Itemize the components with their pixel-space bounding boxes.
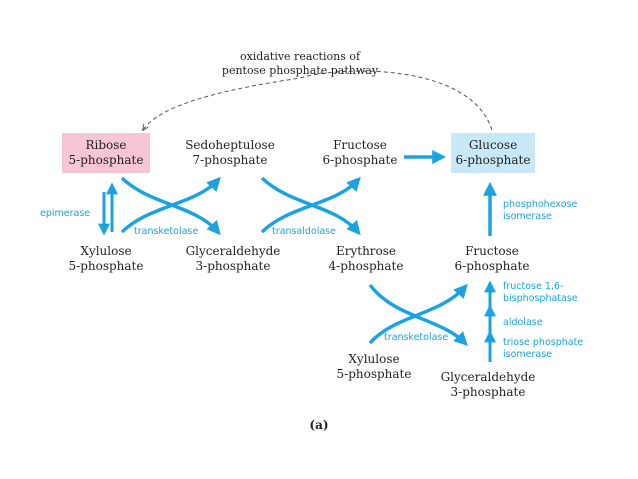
epimerase-label: epimerase (40, 208, 91, 219)
phosphohexose-line2: isomerase (503, 211, 553, 222)
transketolase1-curve-b (120, 176, 221, 234)
sedoheptulose-line1: Sedoheptulose (185, 138, 275, 152)
ribose-highlight-box (62, 133, 150, 173)
oxidative-dashed-arrow (143, 70, 493, 130)
fbpase-line1: fructose 1,6- (503, 281, 564, 292)
transaldolase-label: transaldolase (272, 226, 336, 237)
glucose-line2: 6-phosphate (455, 153, 531, 167)
phosphohexose-isomerase-label: phosphohexose isomerase (503, 199, 577, 223)
fructose-top-line1: Fructose (333, 138, 387, 152)
oxidative-note-line1: oxidative reactions of (239, 50, 361, 63)
transketolase2-label: transketolase (384, 332, 449, 343)
xylulose-bottom-line2: 5-phosphate (336, 367, 412, 381)
sedoheptulose-7-phosphate: Sedoheptulose 7-phosphate (180, 138, 280, 168)
ribose-line2: 5-phosphate (68, 153, 144, 167)
ribose-5-phosphate: Ribose 5-phosphate (62, 138, 150, 168)
fructose-right-line2: 6-phosphate (454, 259, 530, 273)
glyceraldehyde-bottom-line1: Glyceraldehyde (440, 370, 536, 384)
xylulose-5-phosphate-left: Xylulose 5-phosphate (58, 244, 154, 274)
fructose-6-phosphate-right: Fructose 6-phosphate (446, 244, 538, 274)
glucose-line1: Glucose (468, 138, 518, 152)
erythrose-line2: 4-phosphate (328, 259, 404, 273)
xylulose-left-line1: Xylulose (80, 244, 132, 258)
erythrose-line1: Erythrose (335, 244, 397, 258)
xylulose-bottom-line1: Xylulose (348, 352, 400, 366)
fructose-top-line2: 6-phosphate (322, 153, 398, 167)
phosphohexose-line1: phosphohexose (503, 199, 578, 210)
fructose-right-line1: Fructose (465, 244, 519, 258)
transaldolase-curve-b (260, 176, 361, 234)
figure-caption: (a) (309, 418, 329, 432)
glyceraldehyde-mid-line1: Glyceraldehyde (185, 244, 281, 258)
glyceraldehyde-mid-line2: 3-phosphate (195, 259, 271, 273)
glucose-highlight-box (451, 133, 535, 173)
xylulose-5-phosphate-bottom: Xylulose 5-phosphate (326, 352, 422, 382)
transketolase2-curve-a (368, 283, 468, 346)
glyceraldehyde-3-phosphate-mid: Glyceraldehyde 3-phosphate (180, 244, 286, 274)
oxidative-note-line2: pentose phosphate pathway (221, 64, 379, 77)
glyceraldehyde-bottom-line2: 3-phosphate (450, 385, 526, 399)
xylulose-left-line2: 5-phosphate (68, 259, 144, 273)
fbpase-label: fructose 1,6- bisphosphatase (503, 281, 578, 305)
transketolase2-curve-b (368, 283, 468, 345)
triose-phosphate-isomerase-label: triose phosphate isomerase (503, 337, 583, 361)
transketolase1-label: transketolase (134, 226, 199, 237)
erythrose-4-phosphate: Erythrose 4-phosphate (320, 244, 412, 274)
ribose-line1: Ribose (85, 138, 127, 152)
glucose-6-phosphate: Glucose 6-phosphate (451, 138, 535, 168)
fructose-6-phosphate-top: Fructose 6-phosphate (316, 138, 404, 168)
tpi-line2: isomerase (503, 349, 553, 360)
sedoheptulose-line2: 7-phosphate (192, 153, 268, 167)
oxidative-note: oxidative reactions of pentose phosphate… (210, 50, 390, 78)
fbpase-line2: bisphosphatase (503, 293, 578, 304)
aldolase-label: aldolase (503, 317, 543, 328)
glyceraldehyde-3-phosphate-bottom: Glyceraldehyde 3-phosphate (434, 370, 542, 400)
tpi-line1: triose phosphate (503, 337, 584, 348)
